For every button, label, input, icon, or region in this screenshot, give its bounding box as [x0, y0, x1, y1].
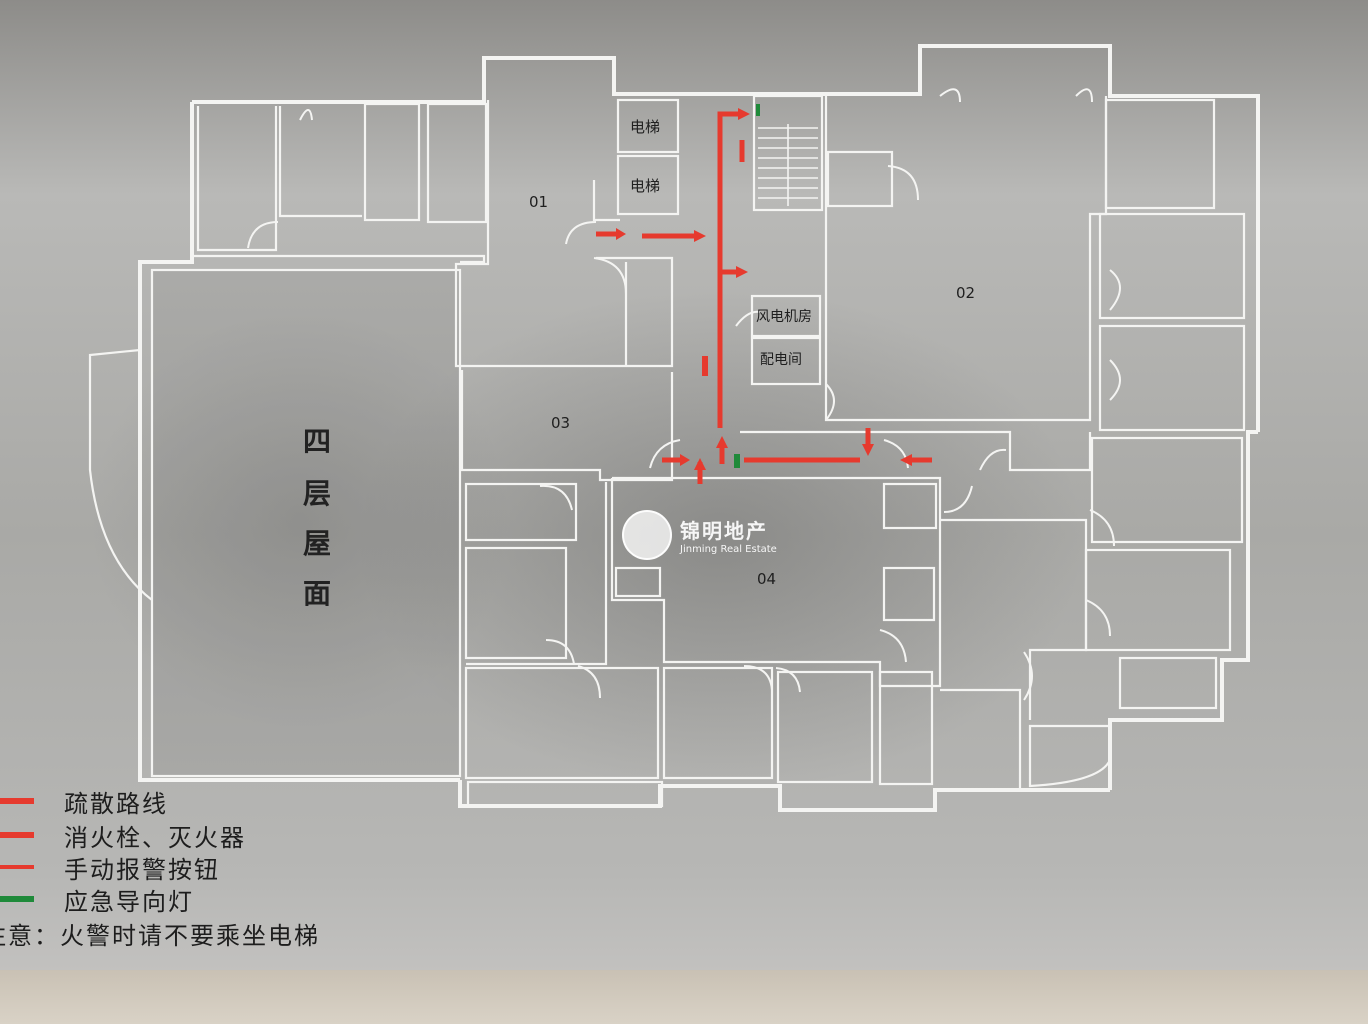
roof-label-char: 四: [303, 425, 332, 458]
wall-strip: [0, 970, 1368, 1024]
elevator-label-1: 电梯: [630, 118, 661, 136]
unit-label-02: 02: [956, 284, 976, 302]
emergency-light-marker: [734, 454, 740, 468]
legend-item: 消火栓、灭火器: [0, 820, 246, 852]
unit-label-03: 03: [551, 414, 571, 432]
watermark-cn: 锦明地产: [680, 519, 768, 543]
roof-label-char: 层: [303, 477, 332, 510]
legend-item: 应急导向灯: [0, 884, 194, 916]
fan-room-label: 风电机房: [756, 309, 812, 325]
door-arcs: [247, 88, 1121, 701]
legend-text: 疏散路线: [64, 789, 168, 818]
evacuation-routes: [596, 108, 932, 484]
legend-text: 应急导向灯: [64, 887, 194, 916]
power-room-label: 配电间: [760, 352, 802, 368]
elevator-label-2: 电梯: [630, 177, 661, 195]
metal-sign-plate: [0, 0, 1368, 972]
legend-note-row: 注意：火警时请不要乘坐电梯: [0, 918, 320, 950]
legend-item: 手动报警按钮: [0, 852, 220, 884]
legend-text: 消火栓、灭火器: [64, 823, 246, 852]
legend-text: 手动报警按钮: [64, 855, 220, 884]
watermark: 锦明地产 Jinming Real Estate: [622, 510, 777, 560]
legend-swatch-route: [0, 798, 34, 804]
legend-swatch-alarm: [0, 865, 34, 869]
roof-label-char: 屋: [303, 527, 332, 560]
watermark-logo-icon: [622, 510, 672, 560]
watermark-en: Jinming Real Estate: [680, 544, 777, 555]
legend-note: 注意：火警时请不要乘坐电梯: [0, 921, 320, 950]
legend-item: 疏散路线: [0, 786, 168, 818]
legend-swatch-hydrant: [0, 832, 34, 838]
roof-label-char: 面: [303, 577, 332, 610]
unit-label-01: 01: [529, 193, 549, 211]
unit-label-04: 04: [757, 570, 777, 588]
legend-swatch-exit-light: [0, 896, 34, 902]
building-walls: [88, 44, 1260, 812]
